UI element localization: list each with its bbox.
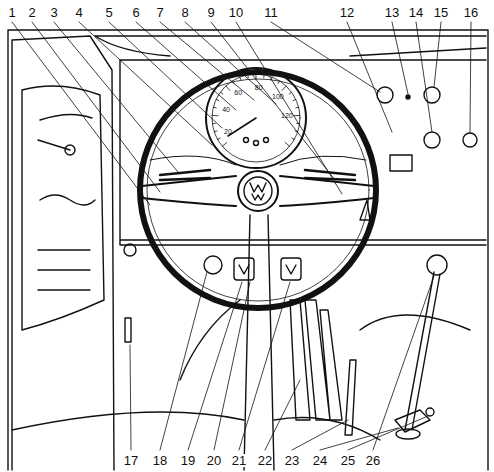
door (12, 36, 114, 470)
control-knob (204, 256, 222, 274)
windshield-edge (95, 36, 486, 56)
callout-number: 3 (49, 6, 58, 19)
vent-grille (160, 170, 210, 180)
callout-number: 23 (284, 454, 300, 467)
callout-number: 2 (27, 6, 36, 19)
callout-number: 9 (206, 6, 215, 19)
callout-number: 7 (155, 6, 164, 19)
callout-number: 5 (104, 6, 113, 19)
warning-lamp (254, 141, 259, 146)
dial-number: 80 (254, 84, 264, 91)
dial-tick (212, 123, 215, 124)
horn-button (238, 171, 278, 211)
dial-tick (216, 99, 219, 100)
pedals (290, 300, 342, 420)
control-knob (463, 133, 477, 147)
door-handle (65, 145, 75, 155)
gear-boot (396, 429, 420, 439)
callout-number: 26 (365, 454, 381, 467)
dial-tick (263, 75, 265, 78)
switch-emblem (239, 265, 296, 274)
callout-number: 6 (131, 6, 140, 19)
dial-tick (212, 115, 218, 116)
dial-number: 100 (271, 93, 285, 100)
callout-number: 15 (433, 6, 449, 19)
dial-number: 20 (223, 128, 233, 135)
switch (234, 258, 254, 280)
dial-tick (282, 86, 286, 90)
emblem-ring (244, 177, 272, 205)
steering-wheel (140, 72, 376, 308)
door-trim (38, 114, 95, 290)
choke-knob (426, 408, 434, 416)
emblem (250, 183, 266, 200)
ashtray (390, 155, 412, 171)
dial-tick (222, 142, 227, 146)
dial-number: 40 (221, 106, 231, 113)
callout-number: 20 (206, 454, 222, 467)
frame (8, 30, 488, 470)
callout-number: 18 (152, 454, 168, 467)
dial-tick (214, 130, 217, 132)
callout-number: 12 (339, 6, 355, 19)
callout-number: 4 (74, 6, 83, 19)
callout-number: 8 (180, 6, 189, 19)
gear-lever (405, 272, 440, 430)
steering-column (244, 215, 274, 470)
callout-number: 16 (463, 6, 479, 19)
dial-tick (220, 92, 222, 94)
callout-number: 17 (123, 454, 139, 467)
switch (281, 258, 301, 280)
dial-tick (292, 138, 295, 139)
dial-tick (226, 86, 230, 90)
callout-number: 1 (7, 6, 16, 19)
dial-tick (213, 107, 216, 109)
speedometer (206, 68, 306, 168)
callout-number: 24 (312, 454, 328, 467)
dial-tick (293, 99, 296, 100)
warning-lamp (264, 138, 269, 143)
dial-tick (285, 142, 290, 146)
warning-lamp (244, 138, 249, 143)
callout-number: 10 (228, 6, 244, 19)
callout-number: 21 (231, 454, 247, 467)
dial-tick (296, 107, 299, 109)
hand-brake (345, 360, 356, 435)
leader-lines (12, 22, 471, 450)
dashboard (120, 60, 486, 245)
callout-number: 11 (263, 6, 279, 19)
dial-tick (247, 75, 249, 78)
vent-knob (124, 244, 136, 256)
dial-tick (289, 92, 291, 94)
dial-tick (278, 81, 280, 84)
callout-number: 13 (384, 6, 400, 19)
speedometer-dial (212, 74, 300, 162)
control-knob (424, 132, 440, 148)
gear-knob (427, 255, 447, 275)
dial-tick (240, 77, 241, 80)
dial-number: 60 (233, 89, 243, 96)
callout-number: 22 (257, 454, 273, 467)
dial-number: 120 (280, 112, 294, 119)
switch-lever (360, 200, 370, 220)
steering-wheel-inner (147, 79, 369, 301)
callout-number: 19 (180, 454, 196, 467)
dial-tick (294, 115, 300, 116)
dial-tick (218, 138, 221, 139)
door-lock (125, 318, 131, 342)
callout-number: 25 (340, 454, 356, 467)
horn-ring (150, 156, 366, 165)
dial-ticks (212, 74, 300, 146)
callout-number: 14 (408, 6, 424, 19)
needle (228, 118, 256, 136)
indicator-light (406, 95, 410, 99)
